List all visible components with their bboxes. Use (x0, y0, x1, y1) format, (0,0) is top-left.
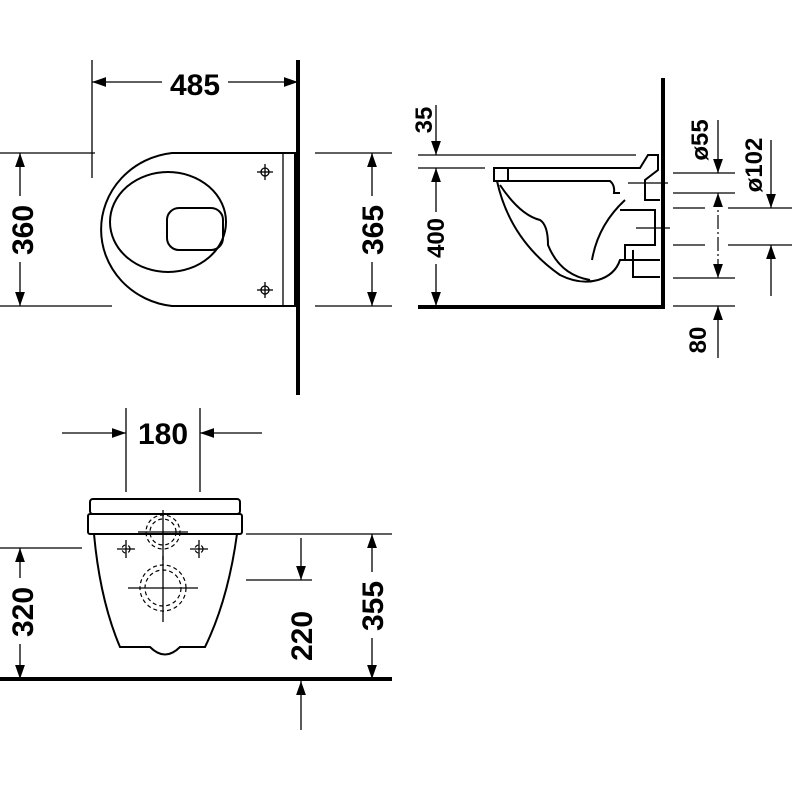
seat-ring (109, 171, 227, 273)
outlet-diameter-label: ø102 (741, 138, 768, 193)
rim-height-label: 35 (411, 107, 438, 134)
bowl-opening (166, 207, 224, 251)
hole-spacing-label: 180 (138, 418, 188, 451)
top-view: 485 360 365 (0, 60, 392, 395)
fixing-cross-icon (117, 540, 135, 558)
fixing-cross-icon (257, 164, 273, 180)
outlet-height-label: 220 (286, 611, 319, 661)
front-view: 180 320 220 355 (0, 408, 392, 730)
inlet-diameter-label: ø55 (687, 119, 714, 160)
width-label: 485 (170, 69, 220, 102)
fixing-cross-icon (257, 282, 273, 298)
depth-left-label: 360 (7, 205, 40, 255)
fixing-cross-icon (190, 540, 208, 558)
side-view: 35 400 ø55 ø102 80 (411, 78, 792, 358)
height-label: 400 (423, 218, 450, 258)
outlet-height-label: 80 (685, 327, 712, 354)
fixing-height-label: 320 (7, 587, 40, 637)
total-height-label: 355 (357, 581, 390, 631)
bowl-outline (100, 152, 296, 307)
depth-right-label: 365 (357, 205, 390, 255)
